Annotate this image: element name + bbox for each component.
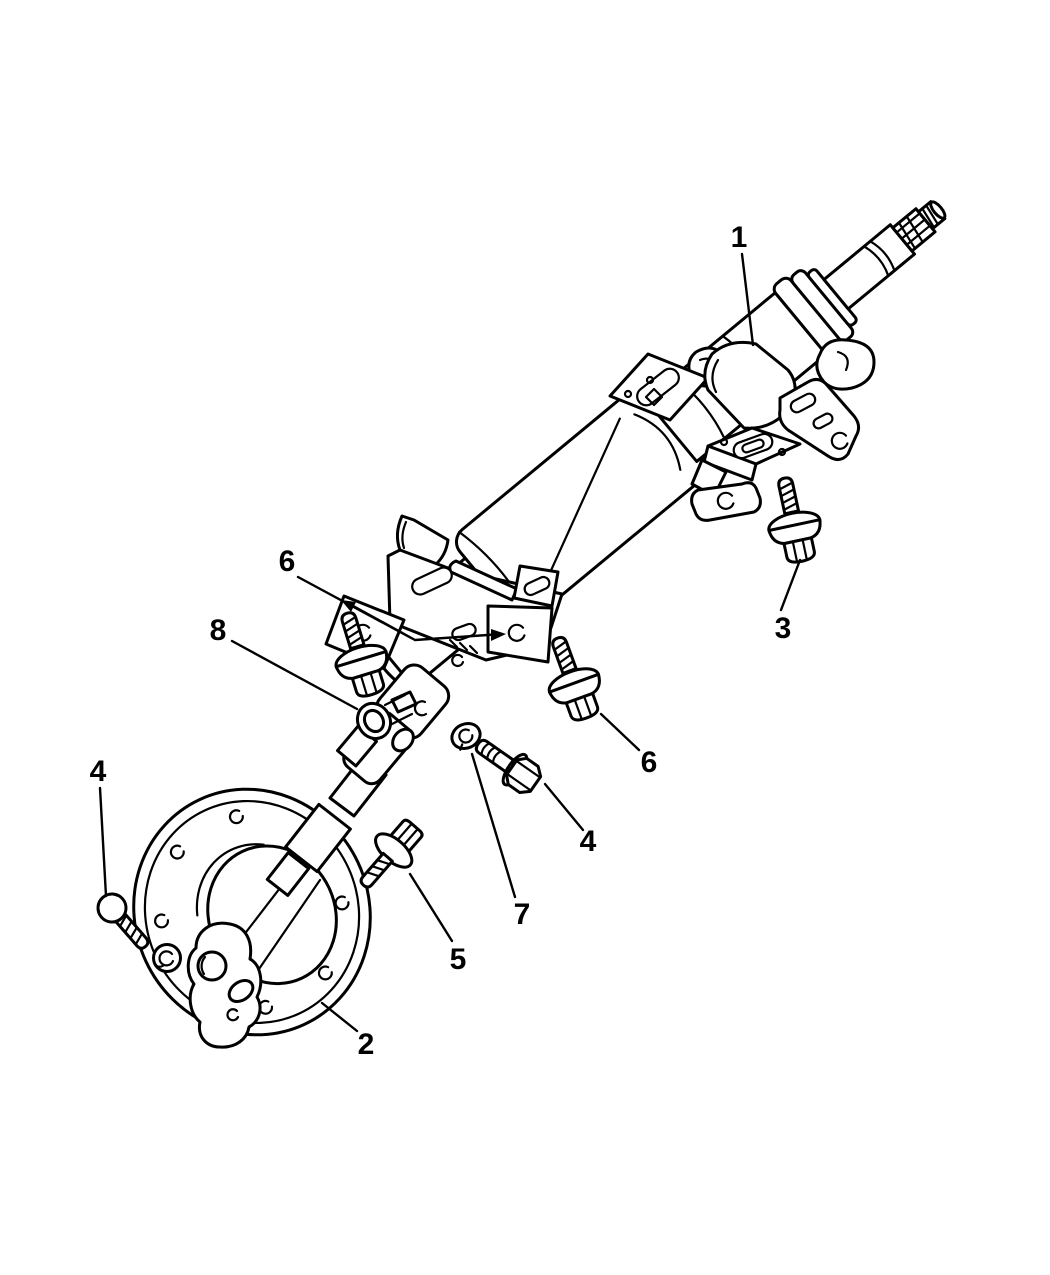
callout-4-left-label: 4 — [90, 755, 107, 788]
yoke-bore — [196, 950, 228, 982]
callout-1: 1 — [731, 221, 755, 347]
callout-7-label: 7 — [514, 898, 531, 931]
universal-joint — [336, 663, 451, 786]
callout-5-label: 5 — [450, 943, 467, 976]
shaft-collar — [284, 802, 352, 874]
callout-1-label: 1 — [731, 221, 748, 254]
callout-2-label: 2 — [358, 1028, 375, 1061]
rod — [448, 559, 519, 602]
callout-6-upper-label: 6 — [279, 545, 296, 578]
upper-mounting-bracket — [608, 338, 876, 522]
callout-5: 5 — [408, 872, 467, 976]
callout-3-label: 3 — [775, 612, 792, 645]
nut-part7 — [450, 722, 482, 751]
arrowhead-right — [491, 629, 506, 641]
stud-screw-part3 — [757, 471, 830, 569]
callout-7: 7 — [470, 752, 531, 931]
callout-2: 2 — [320, 1001, 375, 1061]
callout-8: 8 — [210, 614, 359, 711]
callout-6-upper: 6 — [279, 545, 506, 642]
callout-4-right: 4 — [543, 782, 597, 858]
callout-3: 3 — [775, 558, 802, 645]
callout-6-lower: 6 — [599, 712, 658, 779]
callout-6-lower-label: 6 — [641, 746, 658, 779]
small-nut — [152, 943, 182, 973]
coupling-yoke — [186, 921, 263, 1049]
arrowhead-left — [341, 600, 356, 612]
callout-4-left: 4 — [90, 755, 108, 898]
bracket-foot — [690, 481, 762, 522]
right-foot — [486, 604, 554, 664]
callout-8-label: 8 — [210, 614, 227, 647]
callout-4-right-label: 4 — [580, 825, 597, 858]
